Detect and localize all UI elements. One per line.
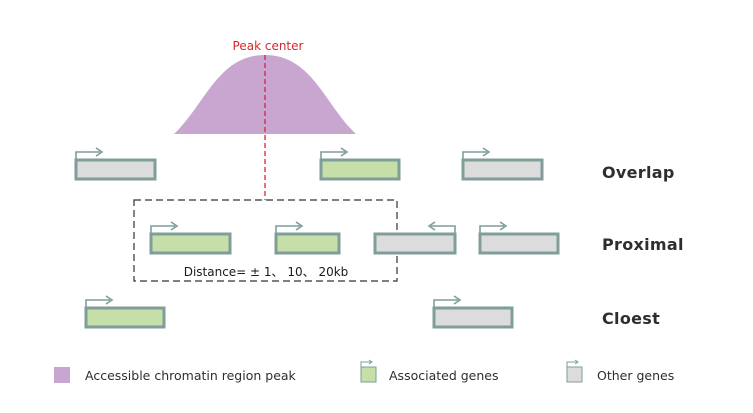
- transcription-start-arrow-icon: [427, 221, 456, 234]
- transcription-start-arrow-icon: [566, 359, 579, 367]
- gene-associated: [274, 221, 341, 255]
- legend-peak-label: Accessible chromatin region peak: [85, 368, 297, 383]
- transcription-start-arrow-icon: [85, 295, 114, 308]
- row-label-proximal: Proximal: [602, 235, 684, 254]
- transcription-start-arrow-icon: [75, 147, 104, 160]
- gene-other: [478, 221, 560, 255]
- legend-associated-swatch: [360, 366, 377, 383]
- legend-associated-label: Associated genes: [389, 368, 498, 383]
- gene-other: [432, 295, 514, 329]
- legend: Accessible chromatin region peak Associa…: [54, 359, 674, 383]
- row-overlap: Overlap: [74, 147, 675, 182]
- gene-associated: [149, 221, 232, 255]
- row-label-overlap: Overlap: [602, 163, 675, 182]
- gene-other: [461, 147, 544, 181]
- gene-other: [74, 147, 157, 181]
- legend-other-label: Other genes: [597, 368, 674, 383]
- peak-center-label: Peak center: [233, 39, 304, 53]
- transcription-start-arrow-icon: [433, 295, 462, 308]
- transcription-start-arrow-icon: [275, 221, 304, 234]
- distance-label: Distance= ± 1、 10、 20kb: [184, 265, 349, 279]
- transcription-start-arrow-icon: [462, 147, 491, 160]
- transcription-start-arrow-icon: [479, 221, 508, 234]
- gene-other: [373, 221, 457, 255]
- legend-peak-swatch: [54, 367, 70, 383]
- transcription-start-arrow-icon: [320, 147, 349, 160]
- transcription-start-arrow-icon: [360, 359, 373, 367]
- gene-associated: [84, 295, 166, 329]
- gene-associated: [319, 147, 401, 181]
- transcription-start-arrow-icon: [150, 221, 179, 234]
- accessible-chromatin-peak: [174, 55, 356, 134]
- row-cloest: Cloest: [84, 295, 660, 329]
- row-proximal: Proximal: [149, 221, 684, 255]
- row-label-cloest: Cloest: [602, 309, 660, 328]
- legend-other-swatch: [566, 366, 583, 383]
